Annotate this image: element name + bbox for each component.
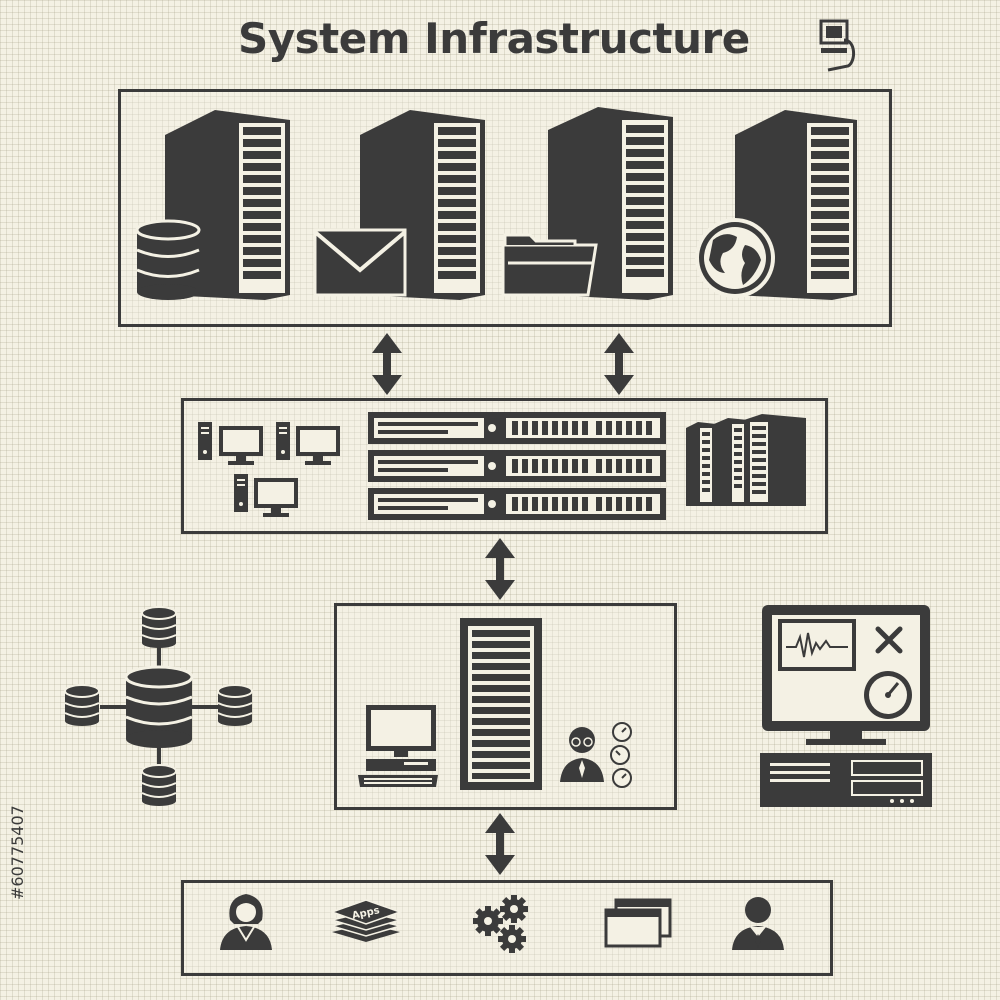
male-user-icon [732, 897, 784, 950]
workstations-icon [198, 422, 340, 517]
gauge-icon [610, 722, 632, 788]
apps-stack-icon: Apps [330, 899, 402, 942]
bidirectional-arrow-icon [485, 538, 515, 600]
desktop-computer-icon [358, 705, 438, 787]
administrator-icon [560, 722, 632, 788]
database-icon [135, 219, 201, 300]
globe-icon [695, 218, 775, 298]
tier4-users-box [181, 880, 833, 976]
bidirectional-arrow-icon [604, 333, 634, 395]
server-tower-icon [460, 618, 542, 790]
diagram-title: System Infrastructure [238, 14, 750, 63]
distributed-database-icon [64, 606, 253, 806]
envelope-icon [313, 228, 407, 297]
mail-server-icon [313, 110, 485, 300]
bidirectional-arrow-icon [372, 333, 402, 395]
rack-servers-icon [368, 412, 666, 520]
stock-id-label: #60775407 [8, 805, 27, 900]
bidirectional-arrow-icon [485, 813, 515, 875]
network-terminal-icon [819, 19, 855, 72]
server-cluster-icon [686, 414, 806, 506]
tools-icon [875, 626, 903, 654]
gears-icon [473, 895, 528, 953]
folder-icon [501, 233, 598, 297]
database-server-icon [135, 110, 290, 300]
female-user-icon [220, 894, 272, 950]
windows-icon [604, 898, 672, 948]
monitoring-workstation-icon [760, 605, 932, 807]
file-server-icon [501, 107, 673, 300]
web-server-icon [695, 110, 857, 300]
